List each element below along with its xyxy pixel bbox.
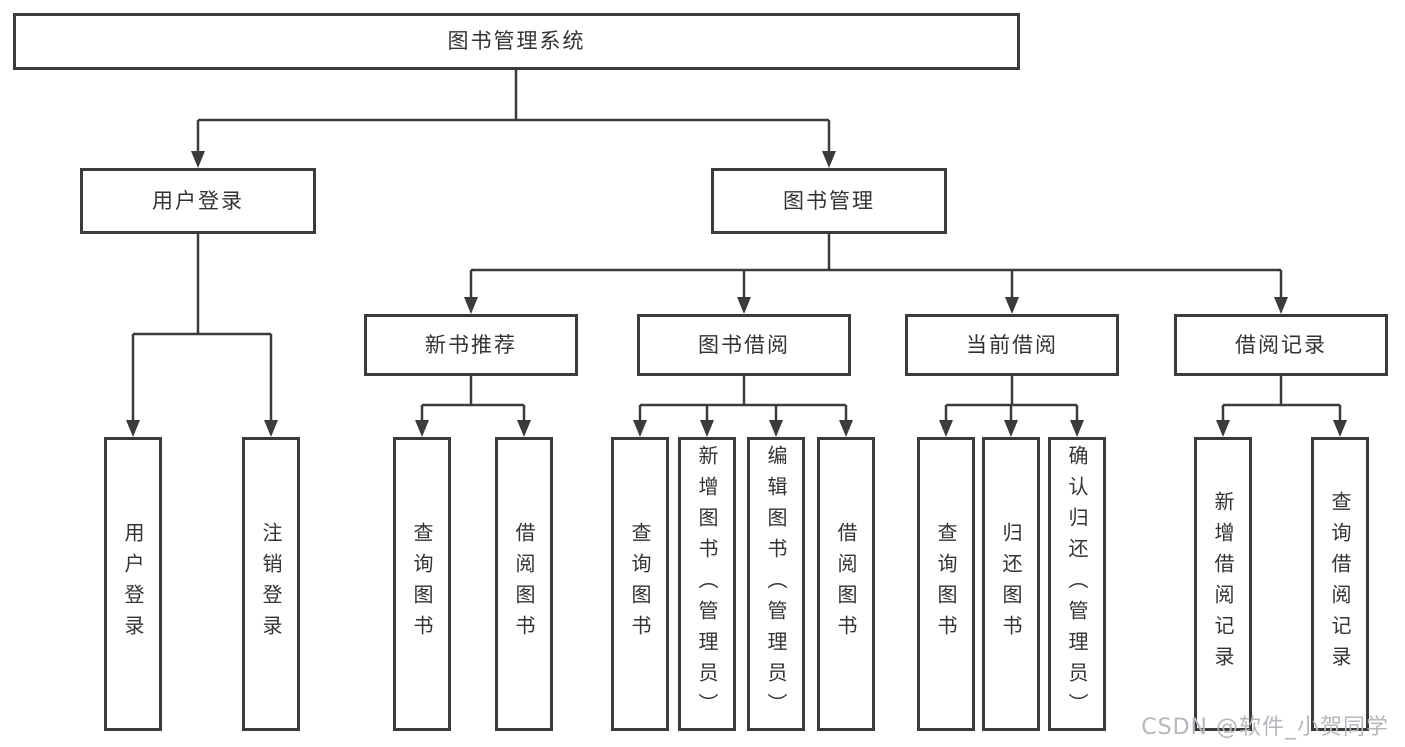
- leaf-label: 借阅图书: [512, 522, 536, 646]
- node-current-borrow: 当前借阅: [905, 314, 1119, 376]
- node-book-borrow: 图书借阅: [637, 314, 851, 376]
- node-label: 当前借阅: [966, 332, 1058, 357]
- node-label: 图书管理: [783, 188, 875, 213]
- node-label: 图书借阅: [698, 332, 790, 357]
- node-library-management-system: 图书管理系统: [13, 13, 1020, 70]
- leaf-bb-edit-books-admin: 编辑图书（管理员）: [747, 437, 805, 731]
- node-label: 新书推荐: [425, 332, 517, 357]
- node-label: 借阅记录: [1235, 332, 1327, 357]
- leaf-label: 借阅图书: [834, 522, 858, 646]
- csdn-watermark: CSDN @软件_小贺同学: [1141, 715, 1389, 740]
- leaf-cb-return-books: 归还图书: [982, 437, 1040, 731]
- node-user-login: 用户登录: [80, 168, 316, 234]
- leaf-label: 注销登录: [259, 522, 283, 646]
- node-label: 用户登录: [152, 188, 244, 213]
- leaf-cb-confirm-return-admin: 确认归还（管理员）: [1048, 437, 1106, 731]
- leaf-label: 归还图书: [999, 522, 1023, 646]
- node-new-book-recommend: 新书推荐: [364, 314, 578, 376]
- leaf-bb-borrow-books: 借阅图书: [817, 437, 875, 731]
- leaf-label: 查询图书: [934, 522, 958, 646]
- leaf-label: 查询借阅记录: [1328, 491, 1352, 677]
- leaf-nb-query-books: 查询图书: [393, 437, 451, 731]
- tree-edges: [131, 70, 1342, 426]
- leaf-label: 确认归还（管理员）: [1065, 444, 1089, 724]
- node-label: 图书管理系统: [447, 29, 586, 53]
- leaf-label: 编辑图书（管理员）: [764, 444, 788, 724]
- leaf-label: 用户登录: [121, 522, 145, 646]
- leaf-logout: 注销登录: [242, 437, 300, 731]
- leaf-br-add-borrow-record: 新增借阅记录: [1194, 437, 1252, 731]
- leaf-label: 查询图书: [410, 522, 434, 646]
- leaf-user-login: 用户登录: [104, 437, 162, 731]
- node-borrow-record: 借阅记录: [1174, 314, 1388, 376]
- leaf-cb-query-books: 查询图书: [917, 437, 975, 731]
- leaf-br-query-borrow-record: 查询借阅记录: [1311, 437, 1369, 731]
- leaf-nb-borrow-books: 借阅图书: [495, 437, 553, 731]
- leaf-label: 查询图书: [628, 522, 652, 646]
- node-book-management: 图书管理: [711, 168, 947, 234]
- leaf-bb-add-books-admin: 新增图书（管理员）: [678, 437, 736, 731]
- leaf-label: 新增借阅记录: [1211, 491, 1235, 677]
- leaf-label: 新增图书（管理员）: [695, 444, 719, 724]
- leaf-bb-query-books: 查询图书: [611, 437, 669, 731]
